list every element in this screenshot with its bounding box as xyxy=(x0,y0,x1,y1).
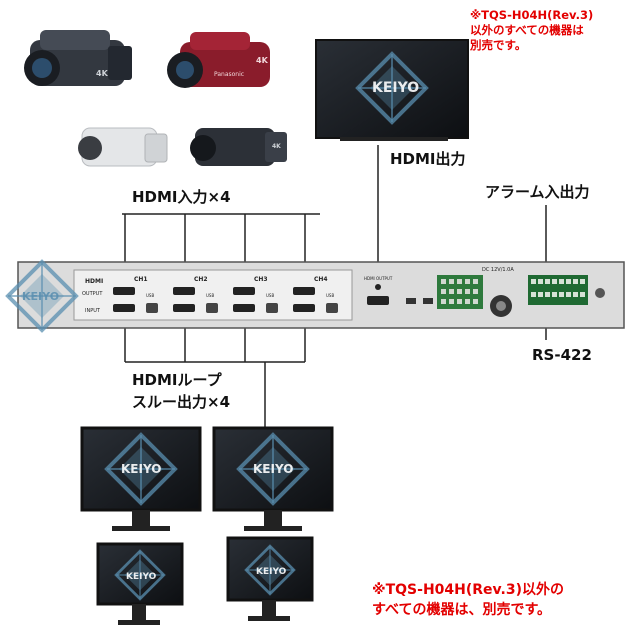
top-note: ※TQS-H04H(Rev.3) 以外のすべての機器は 別売です。 xyxy=(470,8,593,53)
camcorder-2-brand: Panasonic xyxy=(214,71,244,78)
watermark-text: KEIYO xyxy=(22,290,59,303)
watermark-text: KEIYO xyxy=(126,572,157,582)
rs422-label: RS-422 xyxy=(532,346,592,364)
power-connector xyxy=(490,295,512,317)
top-note-line1: ※TQS-H04H(Rev.3) xyxy=(470,8,593,23)
device-usb3-label: USB xyxy=(266,293,274,298)
hdmi-loop-label: HDMIループ スルー出力×4 xyxy=(132,369,230,413)
monitor-1 xyxy=(82,428,200,531)
bottom-note: ※TQS-H04H(Rev.3)以外の すべての機器は、別売です。 xyxy=(372,580,564,620)
terminal-block xyxy=(437,275,483,309)
bottom-note-line2: すべての機器は、別売です。 xyxy=(372,600,564,620)
device-dc-label: DC 12V/1.0A xyxy=(482,267,514,273)
device-output-label: OUTPUT xyxy=(82,291,103,297)
monitor-2 xyxy=(214,428,332,531)
device-usb2-label: USB xyxy=(206,293,214,298)
alarm-io-label: アラーム入出力 xyxy=(485,181,590,202)
camcorder-3 xyxy=(78,128,167,166)
top-note-line3: 別売です。 xyxy=(470,38,593,53)
ground-screw xyxy=(595,288,605,298)
bottom-note-line1: ※TQS-H04H(Rev.3)以外の xyxy=(372,580,564,600)
device-ch3-label: CH3 xyxy=(254,276,268,283)
device-hdmi-header: HDMI xyxy=(85,278,103,285)
camcorder-2-badge: 4K xyxy=(256,56,269,65)
watermark-text: KEIYO xyxy=(256,567,287,577)
watermark-text: KEIYO xyxy=(253,462,293,476)
hdmi-loop-line1: HDMIループ xyxy=(132,369,230,391)
camcorder-4-badge: 4K xyxy=(272,143,281,150)
watermark-text: KEIYO xyxy=(121,462,161,476)
device-ch2-label: CH2 xyxy=(194,276,208,283)
device-usb4-label: USB xyxy=(326,293,334,298)
device-usb1-label: USB xyxy=(146,293,154,298)
device-ch1-label: CH1 xyxy=(134,276,148,283)
hdmi-loop-line2: スルー出力×4 xyxy=(132,391,230,413)
hdmi-input-label: HDMI入力×4 xyxy=(132,186,231,207)
alarm-terminal xyxy=(528,275,588,305)
camcorder-1 xyxy=(24,30,132,86)
camcorder-1-badge: 4K xyxy=(96,69,109,78)
device-hdmi-output-label: HDMI OUTPUT xyxy=(364,276,393,281)
device-input-label: INPUT xyxy=(85,308,101,314)
camcorder-2 xyxy=(167,32,270,88)
top-note-line2: 以外のすべての機器は xyxy=(470,23,593,38)
monitor-4 xyxy=(228,538,312,621)
monitor-3 xyxy=(98,544,182,625)
device-ch4-label: CH4 xyxy=(314,276,328,283)
hdmi-output-label: HDMI出力 xyxy=(390,148,466,169)
watermark-text: KEIYO xyxy=(372,80,419,96)
